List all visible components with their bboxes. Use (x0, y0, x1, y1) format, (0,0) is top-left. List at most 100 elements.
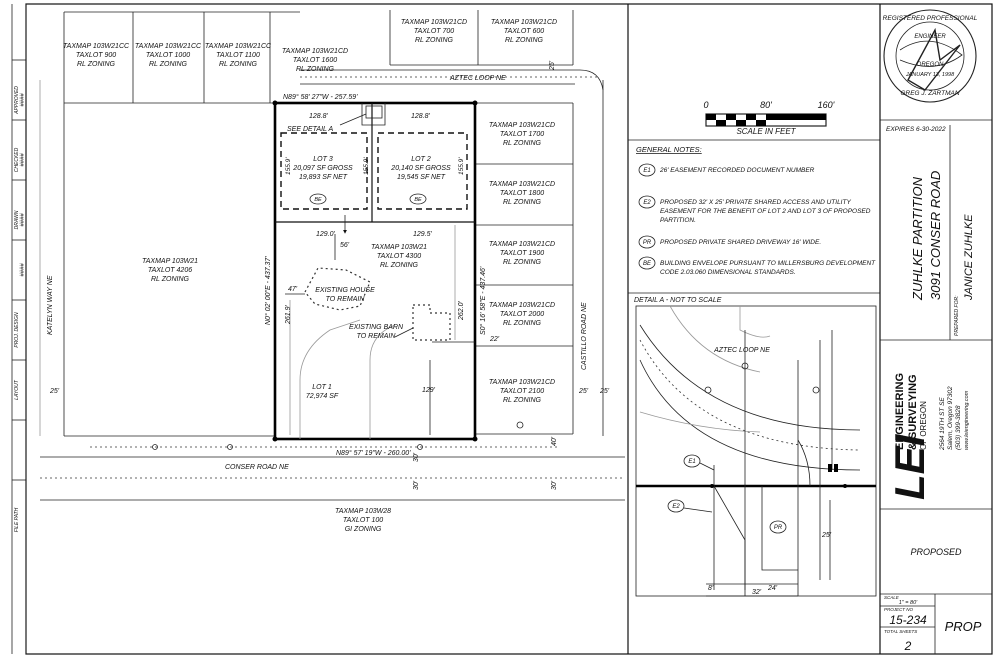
existing-driveway (369, 324, 396, 439)
dim-129a: 129.0' (316, 231, 336, 238)
seal-line1: ENGINEER (914, 34, 946, 40)
strip-label-layout: LAYOUT (14, 379, 20, 400)
parcel-labels: TAXMAP 103W21CC TAXLOT 900 RL ZONING TAX… (63, 19, 557, 533)
see-detail-label: SEE DETAIL A (287, 126, 333, 133)
parcel-tl700-l3: RL ZONING (415, 37, 454, 44)
street-aztec: AZTEC LOOP NE (449, 75, 506, 82)
scale-tick-160: 160' (818, 100, 835, 110)
parcel-tl2100-l3: RL ZONING (503, 397, 542, 404)
status-label: PROPOSED (910, 547, 962, 557)
parcel-tl1000-l1: TAXMAP 103W21CC (135, 43, 202, 50)
utility-marker (516, 421, 524, 429)
strip-label-checked: CHECKED (14, 147, 20, 172)
dim-155b: 155.9' (363, 157, 370, 175)
parcel-tl1800-l2: TAXLOT 1800 (500, 190, 544, 197)
seal-line3: JANUARY 13, 1998 (905, 72, 955, 78)
parcel-tl2000-l2: TAXLOT 2000 (500, 311, 544, 318)
sheet-name: PROP (945, 619, 982, 634)
lot2-gross: 20,140 SF GROSS (390, 165, 451, 172)
dim-155a: 155.9' (285, 157, 292, 175)
detail-dim-32: 32' (752, 589, 762, 596)
strip-value-4: #### (20, 263, 26, 277)
firm-line-1: ENGINEERING (894, 373, 906, 450)
parcel-tl1700-l1: TAXMAP 103W21CD (489, 122, 555, 129)
bearing-east: S0° 16' 58"E - 437.46' (479, 266, 487, 335)
parcel-tl1800-l3: RL ZONING (503, 199, 542, 206)
project-no: 15-234 (889, 613, 927, 627)
parcel-tl700-l2: TAXLOT 700 (414, 28, 454, 35)
parcel-tl1600-l1: TAXMAP 103W21CD (282, 48, 348, 55)
detail-pr-symbol (769, 520, 787, 534)
leader-line (394, 327, 414, 338)
corner-monument (272, 100, 278, 106)
detail-e2: E2 (672, 504, 680, 510)
existing-barn (412, 304, 451, 341)
strip-value-1: #### (20, 93, 26, 107)
site-plan: TAXMAP 103W21CC TAXLOT 900 RL ZONING TAX… (39, 10, 625, 533)
seal-bottom: GREG J. ZARTMAN (900, 90, 959, 97)
detail-a-callout (365, 105, 383, 119)
street-castillo: CASTILLO ROAD NE (581, 302, 588, 370)
lot1-area: 72,974 SF (306, 393, 339, 400)
project-name-1: ZUHLKE PARTITION (910, 176, 925, 301)
dim-30a: 30' (413, 452, 420, 462)
lot2-net: 19,545 SF NET (397, 174, 446, 181)
parcel-tl1000-l2: TAXLOT 1000 (146, 52, 190, 59)
parcel-tl1100-l3: RL ZONING (219, 61, 258, 68)
engineer-seal: REGISTERED PROFESSIONAL ENGINEER OREGON … (883, 9, 978, 133)
detail-e2-symbol (667, 499, 685, 513)
parcel-tl1700-l2: TAXLOT 1700 (500, 131, 544, 138)
parcel-tl4300-l2: TAXLOT 4300 (377, 253, 421, 260)
parcel-tl100-l1: TAXMAP 103W28 (335, 508, 391, 515)
parcel-tl1900-l2: TAXLOT 1900 (500, 250, 544, 257)
detail-title: DETAIL A - NOT TO SCALE (634, 297, 722, 304)
street-conser: CONSER ROAD NE (225, 464, 289, 471)
parcel-tl600-l3: RL ZONING (505, 37, 544, 44)
detail-dim-25: 25' (821, 532, 832, 539)
note-be-text-2: CODE 2.03.060 DIMENSIONAL STANDARDS. (660, 269, 796, 276)
parcel-tl1700-l3: RL ZONING (503, 140, 542, 147)
parcel-tl1100-l1: TAXMAP 103W21CC (205, 43, 272, 50)
parcel-tl4300-l3: RL ZONING (380, 262, 419, 269)
project-name-2: 3091 CONSER ROAD (928, 171, 943, 300)
detail-dim-8: 8' (708, 585, 714, 592)
parcel-tl1600-l3: RL ZONING (296, 66, 335, 73)
parcel-tl100-l3: GI ZONING (345, 526, 382, 533)
strip-label-filepath: FILE PATH (14, 507, 20, 532)
parcel-tl2100-l2: TAXLOT 2100 (500, 388, 544, 395)
sheets-label: TOTAL SHEETS (884, 629, 917, 634)
dim-22: 22' (489, 336, 500, 343)
dim-47: 47' (288, 286, 298, 293)
dim-25b: 25' (49, 388, 60, 395)
parcel-tl4206-l2: TAXLOT 4206 (148, 267, 192, 274)
corner-monument (272, 436, 278, 442)
barn-label-2: TO REMAIN (357, 333, 397, 340)
utility-marker (417, 444, 423, 450)
sheets-value: 2 (904, 639, 912, 653)
parcel-tl4300-l1: TAXMAP 103W21 (371, 244, 427, 251)
detail-dim-24: 24' (767, 585, 778, 592)
dim-128a: 128.8' (309, 113, 329, 120)
be-marker-lot2-label: BE (414, 197, 422, 203)
corner-monument (472, 100, 478, 106)
be-marker-lot3 (309, 193, 327, 205)
note-be-symbol (638, 256, 656, 270)
bearing-north: N89° 58' 27"W - 257.59' (283, 93, 358, 101)
house-label-2: TO REMAIN (326, 296, 366, 303)
barn-label-1: EXISTING BARN (349, 324, 404, 331)
dim-40: 40' (551, 436, 558, 446)
scale-tick-80: 80' (760, 100, 772, 110)
revision-strip: APPROVED #### CHECKED #### DRAWN #### PR… (11, 4, 27, 654)
utility-marker (152, 444, 158, 450)
building-envelope-lot-3 (280, 132, 368, 210)
lot3-name: LOT 3 (313, 156, 333, 163)
parcel-tl2100-l1: TAXMAP 103W21CD (489, 379, 555, 386)
dim-25c: 25' (578, 388, 589, 395)
be-marker-lot3-label: BE (314, 197, 322, 203)
firm-line-2: & SURVEYING (907, 374, 919, 450)
dim-262: 262.0' (458, 300, 465, 321)
prepared-for: JANICE ZUHLKE (963, 214, 975, 301)
dim-56: 56' (340, 242, 350, 249)
note-e2-key: E2 (643, 200, 651, 206)
